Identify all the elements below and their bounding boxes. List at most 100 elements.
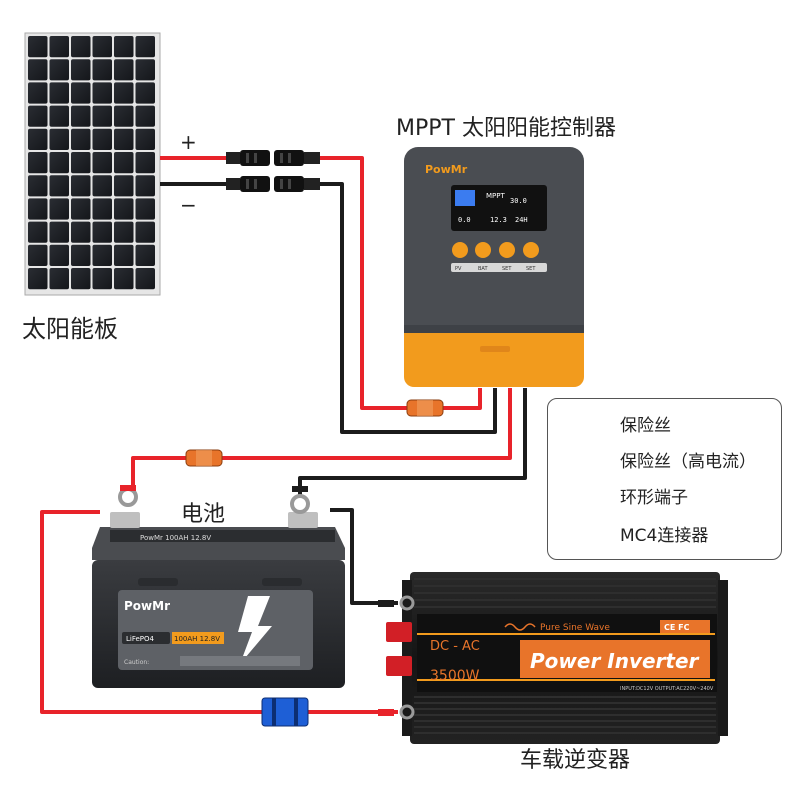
screen-value-3: 12.3	[490, 216, 507, 224]
heat-sink-fin	[414, 696, 716, 698]
solar-cell	[135, 59, 155, 81]
legend-label-fuse: 保险丝	[620, 416, 671, 436]
inverter-cert: CE FC	[664, 623, 690, 632]
solar-cell	[71, 221, 91, 243]
solar-cell	[114, 59, 134, 81]
solar-cell	[114, 175, 134, 197]
battery-positive-wire	[131, 388, 512, 490]
battery-brand: PowMr	[124, 599, 170, 613]
inverter-io: INPUT:DC12V OUTPUT:AC220V~240V	[620, 686, 714, 692]
button-label-2: BAT	[478, 266, 488, 272]
heat-sink-fin	[414, 702, 716, 704]
controller-label: MPPT 太阳阳能控制器	[396, 116, 616, 141]
power-inverter: CE FC DC - AC Pure Sine Wave Power Inver…	[378, 572, 728, 744]
solar-cell	[92, 59, 112, 81]
solar-cell	[92, 198, 112, 220]
pv-positive-wire-2	[320, 156, 482, 410]
solar-cell	[71, 105, 91, 127]
screen-title: MPPT	[486, 192, 505, 200]
solar-cell	[135, 221, 155, 243]
heat-sink-fin	[414, 708, 716, 710]
solar-cell	[49, 152, 69, 174]
solar-cell	[92, 128, 112, 150]
solar-cell	[114, 82, 134, 104]
solar-cells	[28, 36, 155, 290]
heat-sink-fin	[414, 732, 716, 734]
legend-label-ring-terminal: 环形端子	[620, 488, 688, 508]
solar-cell	[92, 268, 112, 290]
inverter-type: DC - AC	[430, 639, 480, 654]
solar-cell	[135, 244, 155, 266]
solar-cell	[71, 198, 91, 220]
battery-label: 电池	[181, 502, 226, 527]
legend-box: 保险丝 保险丝（高电流） 环形端子 MC4连接器	[547, 398, 782, 560]
inline-fuse-2	[185, 449, 223, 467]
button-label-3: SET	[502, 266, 512, 272]
legend-item-fuse: 保险丝	[548, 407, 781, 437]
solar-cell	[49, 268, 69, 290]
inverter-wave: Pure Sine Wave	[540, 623, 610, 633]
mppt-controller: PowMr MPPT 0.0 30.0 12.3 24H PV BAT SET …	[404, 147, 584, 387]
inverter-power: 3500W	[430, 668, 480, 684]
controller-buttons	[452, 242, 539, 258]
battery-spec: 100AH 12.8V	[174, 635, 220, 643]
solar-cell	[92, 221, 112, 243]
heat-sink-fin	[414, 726, 716, 728]
solar-cell	[71, 152, 91, 174]
solar-cell	[49, 105, 69, 127]
solar-cell	[114, 198, 134, 220]
pv-negative-wire-2	[320, 182, 497, 434]
solar-cell	[28, 82, 48, 104]
solar-cell	[28, 198, 48, 220]
inverter-label: 车载逆变器	[520, 748, 631, 773]
screen-value-4: 24H	[515, 216, 528, 224]
solar-cell	[114, 268, 134, 290]
solar-cell	[114, 36, 134, 58]
solar-cell	[114, 105, 134, 127]
solar-cell	[135, 268, 155, 290]
button-label-4: SET	[526, 266, 536, 272]
battery-top-text: PowMr 100AH 12.8V	[140, 534, 211, 542]
heat-sink-fin	[414, 599, 716, 601]
screen-value-1: 0.0	[458, 216, 471, 224]
battery: PowMr 100AH 12.8V PowMr LiFePO4 100AH 12…	[92, 485, 345, 688]
controller-brand: PowMr	[425, 163, 468, 176]
high-current-fuse	[261, 697, 309, 727]
inverter-positive-wire	[40, 510, 398, 714]
solar-cell	[135, 82, 155, 104]
solar-cell	[28, 175, 48, 197]
solar-cell	[71, 268, 91, 290]
solar-panel	[24, 32, 161, 296]
solar-cell	[114, 221, 134, 243]
solar-cell	[135, 105, 155, 127]
solar-cell	[49, 244, 69, 266]
solar-cell	[28, 59, 48, 81]
solar-cell	[92, 82, 112, 104]
heat-sink-fin	[414, 578, 716, 580]
solar-cell	[92, 175, 112, 197]
solar-cell	[114, 244, 134, 266]
solar-cell	[135, 152, 155, 174]
inverter-negative-wire	[330, 508, 398, 605]
solar-cell	[92, 244, 112, 266]
solar-cell	[92, 105, 112, 127]
solar-cell	[135, 128, 155, 150]
solar-cell	[28, 128, 48, 150]
solar-cell	[71, 82, 91, 104]
solar-cell	[28, 36, 48, 58]
inline-fuse-1	[406, 399, 444, 417]
legend-item-ring-terminal: 环形端子	[548, 479, 781, 509]
solar-cell	[28, 105, 48, 127]
solar-cell	[71, 244, 91, 266]
solar-cell	[28, 152, 48, 174]
solar-cell	[49, 82, 69, 104]
solar-cell	[71, 175, 91, 197]
heat-sink-fin	[414, 714, 716, 716]
solar-cell	[49, 221, 69, 243]
battery-chemistry: LiFePO4	[126, 635, 155, 643]
battery-caution: Caution:	[124, 659, 149, 666]
solar-cell	[135, 198, 155, 220]
solar-cell	[71, 36, 91, 58]
legend-item-mc4: MC4连接器	[548, 517, 781, 547]
